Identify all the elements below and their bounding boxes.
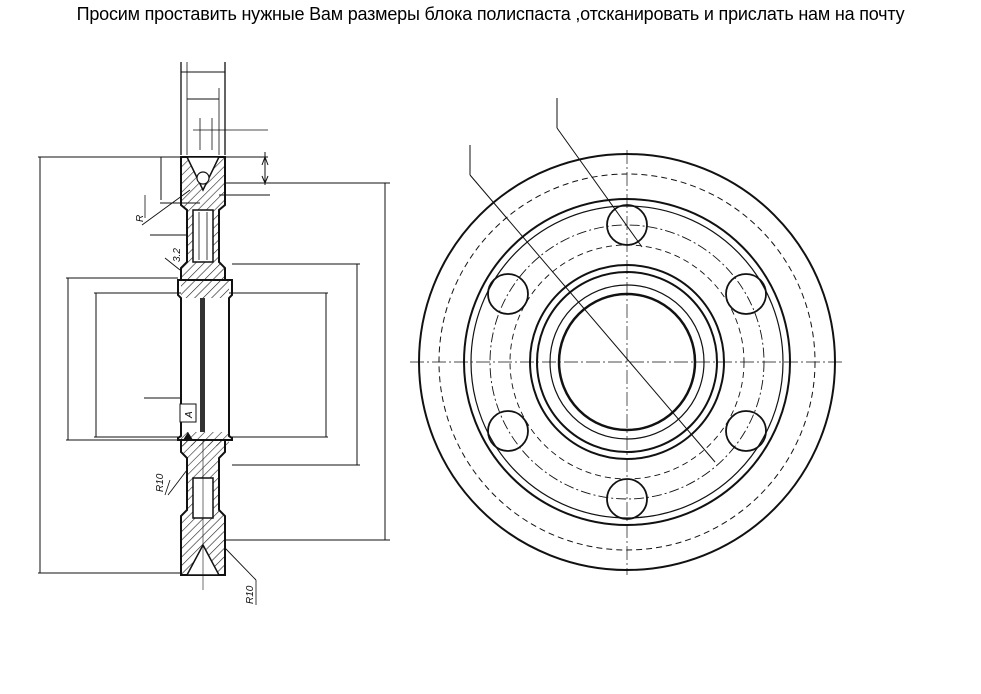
datum-label: A	[184, 411, 195, 419]
front-view	[410, 98, 845, 575]
radius-r10-label: R10	[155, 473, 166, 492]
radius-r-label: R	[135, 215, 146, 222]
instruction-title: Просим проставить нужные Вам размеры бло…	[76, 4, 905, 24]
section-view	[38, 62, 390, 605]
roughness-label: 3.2	[172, 248, 183, 262]
radius-r10-label: R10	[245, 585, 256, 604]
